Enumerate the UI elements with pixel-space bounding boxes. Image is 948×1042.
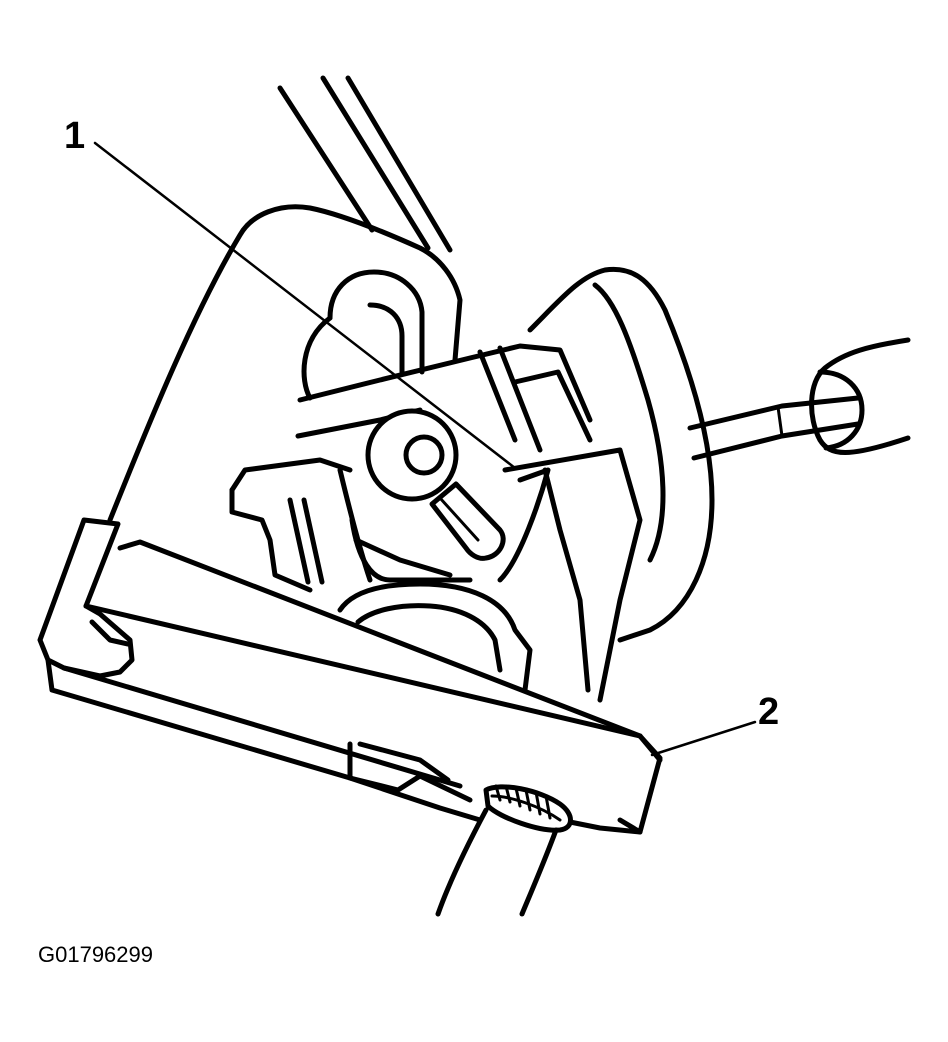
- base-plate: [37, 517, 663, 835]
- upper-cables: [277, 75, 453, 253]
- latch-housing: [107, 204, 715, 703]
- screwdriver-tool: [687, 337, 911, 461]
- leader-line-2: [650, 720, 757, 757]
- pivot-boss: [365, 408, 459, 502]
- leader-line-1: [93, 141, 517, 470]
- callout-1: 1: [64, 115, 85, 157]
- figure-id: G01796299: [38, 942, 153, 967]
- lower-rod: [435, 784, 573, 917]
- callout-2: 2: [758, 691, 779, 733]
- pivot-hole: [403, 434, 445, 476]
- leader-lines: [93, 141, 757, 757]
